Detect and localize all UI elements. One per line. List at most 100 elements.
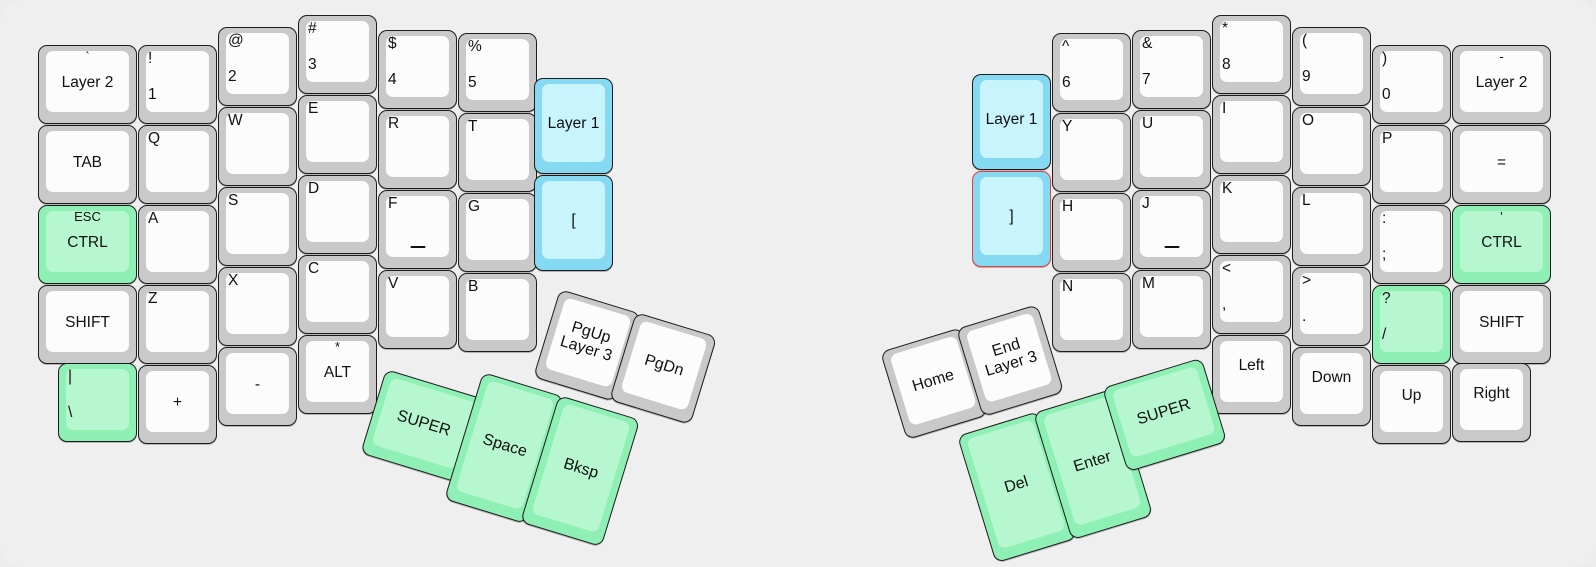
key-legend-main: Up: [1401, 386, 1422, 404]
key-d[interactable]: D: [298, 175, 377, 254]
keycap-surface: [1220, 181, 1283, 242]
key-comma[interactable]: <,: [1212, 255, 1291, 334]
key-8[interactable]: *8: [1212, 15, 1291, 94]
key-legend-main: -: [254, 375, 261, 393]
key-legend-main: L: [1302, 192, 1311, 209]
key-legend-top: ?: [1382, 290, 1391, 307]
key-v[interactable]: V: [378, 270, 457, 349]
key-f[interactable]: F: [378, 190, 457, 269]
key-2[interactable]: @2: [218, 27, 297, 106]
key-shift-right[interactable]: SHIFT: [1452, 285, 1551, 364]
keycap-surface: [1380, 131, 1443, 192]
keycap-surface: [46, 51, 129, 112]
key-grave-layer2[interactable]: `Layer 2: [38, 45, 137, 124]
keycap-surface: [1380, 291, 1443, 352]
key-legend-top: ESC: [74, 209, 101, 224]
key-7[interactable]: &7: [1132, 30, 1211, 109]
key-u[interactable]: U: [1132, 110, 1211, 189]
key-p[interactable]: P: [1372, 125, 1451, 204]
key-e[interactable]: E: [298, 95, 377, 174]
key-asterisk-alt[interactable]: *ALT: [298, 335, 377, 414]
key-legend-main: .: [1302, 307, 1307, 325]
key-o[interactable]: O: [1292, 107, 1371, 186]
key-6[interactable]: ^6: [1052, 33, 1131, 112]
key-9[interactable]: (9: [1292, 27, 1371, 106]
key-r[interactable]: R: [378, 110, 457, 189]
key-legend-main: Layer 1: [985, 110, 1038, 128]
key-x[interactable]: X: [218, 267, 297, 346]
key-legend-main: O: [1302, 112, 1315, 129]
key-n[interactable]: N: [1052, 273, 1131, 352]
keycap-surface: [306, 341, 369, 402]
key-legend-main: \: [68, 403, 73, 421]
key-legend-main: V: [388, 275, 399, 292]
key-plus[interactable]: +: [138, 365, 217, 444]
key-legend-main: 5: [468, 73, 477, 91]
keycap-surface: [980, 80, 1043, 158]
key-w[interactable]: W: [218, 107, 297, 186]
keycap-surface: [386, 276, 449, 337]
key-tab[interactable]: TAB: [38, 125, 137, 204]
key-bracket-right[interactable]: ]: [972, 171, 1051, 267]
key-y[interactable]: Y: [1052, 113, 1131, 192]
key-m[interactable]: M: [1132, 270, 1211, 349]
key-k[interactable]: K: [1212, 175, 1291, 254]
key-legend-main: Q: [148, 130, 161, 147]
key-pipe-backslash[interactable]: |\: [58, 363, 137, 442]
key-5[interactable]: %5: [458, 33, 537, 112]
key-slash[interactable]: ?/: [1372, 285, 1451, 364]
key-bracket-left[interactable]: [: [534, 175, 613, 271]
key-legend-top: %: [468, 38, 482, 55]
key-g[interactable]: G: [458, 193, 537, 272]
key-a[interactable]: A: [138, 205, 217, 284]
key-legend-main: 7: [1142, 70, 1151, 88]
key-semicolon[interactable]: :;: [1372, 205, 1451, 284]
key-legend-main: E: [308, 100, 319, 117]
homing-bar-icon: [1164, 245, 1179, 248]
key-down[interactable]: Down: [1292, 347, 1371, 426]
key-minus[interactable]: -: [218, 347, 297, 426]
keycap-surface: [1060, 199, 1123, 260]
keycap-surface: [46, 291, 129, 352]
key-shift[interactable]: SHIFT: [38, 285, 137, 364]
keycap-surface: [226, 193, 289, 254]
key-t[interactable]: T: [458, 113, 537, 192]
keycap-surface: [1460, 211, 1543, 272]
keycap-surface: [1220, 101, 1283, 162]
key-left[interactable]: Left: [1212, 335, 1291, 414]
key-period[interactable]: >.: [1292, 267, 1371, 346]
key-legend-main: A: [148, 210, 159, 227]
keycap-surface: [226, 273, 289, 334]
key-right-arrow[interactable]: Right: [1452, 363, 1531, 442]
key-h[interactable]: H: [1052, 193, 1131, 272]
key-legend-main: 0: [1382, 85, 1391, 103]
key-s[interactable]: S: [218, 187, 297, 266]
keycap-surface: [1300, 33, 1363, 94]
key-legend-main: F: [388, 195, 398, 212]
key-i[interactable]: I: [1212, 95, 1291, 174]
key-c[interactable]: C: [298, 255, 377, 334]
keycap-surface: [542, 181, 605, 259]
key-minus-layer2[interactable]: -Layer 2: [1452, 45, 1551, 124]
key-quote-ctrl[interactable]: 'CTRL: [1452, 205, 1551, 284]
key-b[interactable]: B: [458, 273, 537, 352]
keycap-surface: [1380, 371, 1443, 432]
key-z[interactable]: Z: [138, 285, 217, 364]
key-1[interactable]: !1: [138, 45, 217, 124]
keycap-surface: [66, 369, 129, 430]
key-3[interactable]: #3: [298, 15, 377, 94]
key-j[interactable]: J: [1132, 190, 1211, 269]
key-layer1-right[interactable]: Layer 1: [972, 74, 1051, 170]
key-up[interactable]: Up: [1372, 365, 1451, 444]
key-l[interactable]: L: [1292, 187, 1371, 266]
key-4[interactable]: $4: [378, 30, 457, 109]
key-layer1-left[interactable]: Layer 1: [534, 78, 613, 174]
key-0[interactable]: )0: [1372, 45, 1451, 124]
keycap-surface: [1460, 369, 1523, 430]
key-legend-top: ): [1382, 50, 1388, 67]
key-q[interactable]: Q: [138, 125, 217, 204]
key-legend-main: R: [388, 115, 400, 132]
key-legend-main: 9: [1302, 67, 1311, 85]
key-equals[interactable]: =: [1452, 125, 1551, 204]
